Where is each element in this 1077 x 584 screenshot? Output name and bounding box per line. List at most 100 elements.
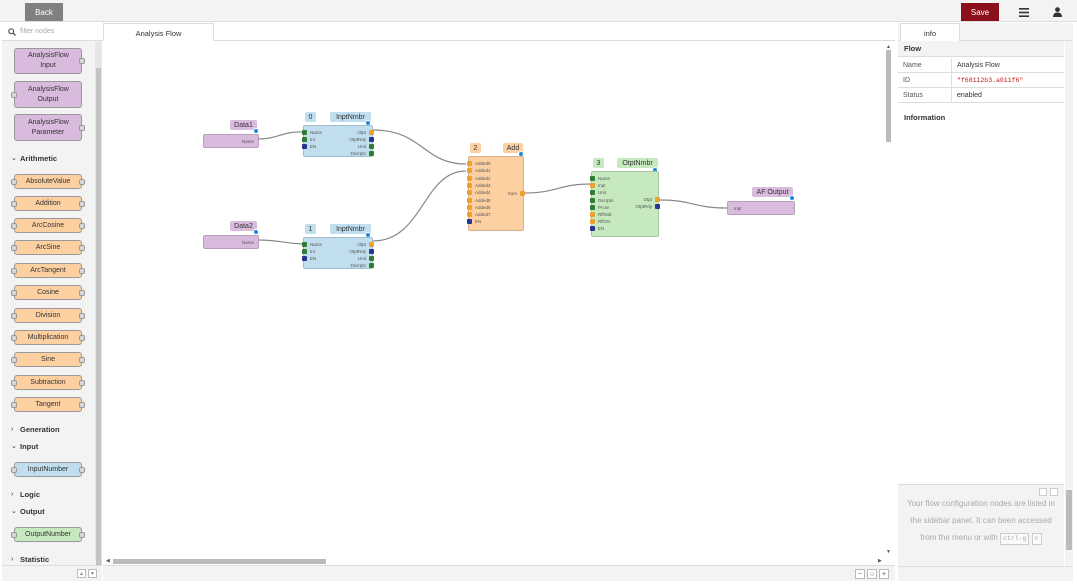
category-arithmetic[interactable]: ⌄Arithmetic <box>2 151 94 165</box>
output-port[interactable] <box>369 242 374 247</box>
filter-nodes-input[interactable]: filter nodes <box>2 23 102 41</box>
output-port[interactable] <box>655 197 660 202</box>
tab-analysis-flow[interactable]: Analysis Flow <box>103 23 214 42</box>
zoom-in-button[interactable]: + <box>879 569 889 579</box>
category-input[interactable]: ⌄Input <box>2 439 94 453</box>
input-port[interactable] <box>467 219 472 225</box>
expand-all-button[interactable]: ▼ <box>88 569 97 578</box>
input-port[interactable] <box>467 168 472 174</box>
scroll-down-icon[interactable]: ▼ <box>886 549 891 555</box>
input-port[interactable] <box>590 219 595 225</box>
output-port[interactable] <box>369 130 374 135</box>
palette-node-arctangent[interactable]: ArcTangent <box>11 263 85 278</box>
output-port[interactable] <box>369 249 374 254</box>
output-port[interactable] <box>520 191 525 196</box>
input-port[interactable] <box>590 176 595 181</box>
data2-node[interactable]: Name <box>203 235 259 249</box>
af-output-node[interactable]: Inpt <box>727 201 795 215</box>
inp0-title[interactable]: InptNmbr <box>330 112 371 122</box>
category-statistic[interactable]: ›Statistic <box>2 552 94 566</box>
palette-node-absolutevalue[interactable]: AbsoluteValue <box>11 174 85 189</box>
input-port[interactable] <box>302 242 307 247</box>
output-port[interactable] <box>655 204 660 209</box>
tab-info[interactable]: info <box>900 23 960 42</box>
scroll-up-icon[interactable]: ▲ <box>886 44 891 50</box>
wire[interactable] <box>523 183 592 194</box>
input-port[interactable] <box>590 204 595 210</box>
palette-node-sine[interactable]: Sine <box>11 352 85 367</box>
palette-node-multiplication[interactable]: Multiplication <box>11 330 85 345</box>
save-button[interactable]: Save <box>961 3 999 21</box>
menu-icon[interactable] <box>1010 3 1038 21</box>
category-logic[interactable]: ›Logic <box>2 487 94 501</box>
palette-node-subtraction[interactable]: Subtraction <box>11 375 85 390</box>
input-port[interactable] <box>467 197 472 203</box>
zoom-reset-button[interactable]: ○ <box>867 569 877 579</box>
scroll-right-icon[interactable]: ▶ <box>878 558 882 564</box>
input-port[interactable] <box>590 212 595 217</box>
input-port[interactable] <box>302 256 307 261</box>
workspace-vscroll[interactable] <box>885 44 892 556</box>
input-port[interactable] <box>590 190 595 196</box>
palette-node-analysisflow-parameter[interactable]: AnalysisFlow Parameter <box>14 114 85 141</box>
afout-title[interactable]: AF Output <box>752 187 793 197</box>
input-port[interactable] <box>467 182 472 188</box>
sidebar-vscroll[interactable] <box>1065 41 1073 567</box>
wire[interactable] <box>372 129 467 165</box>
data2-title[interactable]: Data2 <box>230 221 257 231</box>
palette-node-addition[interactable]: Addition <box>11 196 85 211</box>
palette-node-arcsine[interactable]: ArcSine <box>11 240 85 255</box>
palette-node-analysisflow-output[interactable]: AnalysisFlow Output <box>11 81 82 108</box>
input-port[interactable] <box>467 190 472 196</box>
tip-next-button[interactable] <box>1039 488 1047 496</box>
sidebar-vscroll-thumb[interactable] <box>1066 490 1072 550</box>
palette-node-analysisflow-input[interactable]: AnalysisFlow Input <box>14 48 85 74</box>
palette-scroll-thumb[interactable] <box>96 68 101 578</box>
output-port[interactable] <box>369 151 374 156</box>
inp1-title[interactable]: InptNmbr <box>330 224 371 234</box>
palette-node-outputnumber[interactable]: OutputNumber <box>11 527 85 542</box>
zoom-out-button[interactable]: − <box>855 569 865 579</box>
category-output[interactable]: ⌄Output <box>2 504 94 518</box>
palette-node-inputnumber[interactable]: InputNumber <box>11 462 85 477</box>
input-port[interactable] <box>590 197 595 203</box>
data1-node[interactable]: Name <box>203 134 259 148</box>
wire[interactable] <box>372 170 467 242</box>
input-port[interactable] <box>467 161 472 166</box>
scroll-left-icon[interactable]: ◀ <box>106 558 110 564</box>
palette-node-cosine[interactable]: Cosine <box>11 285 85 300</box>
input-port[interactable] <box>467 204 472 210</box>
tip-close-button[interactable] <box>1050 488 1058 496</box>
input-port[interactable] <box>302 249 307 254</box>
output-port[interactable] <box>369 256 374 261</box>
data1-title[interactable]: Data1 <box>230 120 257 130</box>
input-port[interactable] <box>302 144 307 149</box>
add-title[interactable]: Add <box>503 143 523 153</box>
palette-node-arccosine[interactable]: ArcCosine <box>11 218 85 233</box>
workspace-vscroll-thumb[interactable] <box>886 50 891 142</box>
out-title[interactable]: OtptNmbr <box>617 158 658 168</box>
output-port[interactable] <box>369 137 374 142</box>
input-port[interactable] <box>467 175 472 181</box>
input-port[interactable] <box>302 130 307 135</box>
output-port[interactable] <box>369 263 374 268</box>
category-generation[interactable]: ›Generation <box>2 422 94 436</box>
output-port[interactable] <box>369 144 374 149</box>
input-port[interactable] <box>467 212 472 218</box>
palette-node-tangent[interactable]: Tangent <box>11 397 85 412</box>
back-button[interactable]: Back <box>25 3 63 21</box>
wire[interactable] <box>257 131 304 140</box>
input-port[interactable] <box>590 226 595 232</box>
user-icon[interactable] <box>1043 3 1071 21</box>
input-port[interactable] <box>590 183 595 189</box>
wire[interactable] <box>257 239 304 245</box>
collapse-all-button[interactable]: ▲ <box>77 569 86 578</box>
wire[interactable] <box>659 199 728 209</box>
input-port[interactable] <box>302 137 307 142</box>
workspace-hscroll-thumb[interactable] <box>113 559 326 564</box>
